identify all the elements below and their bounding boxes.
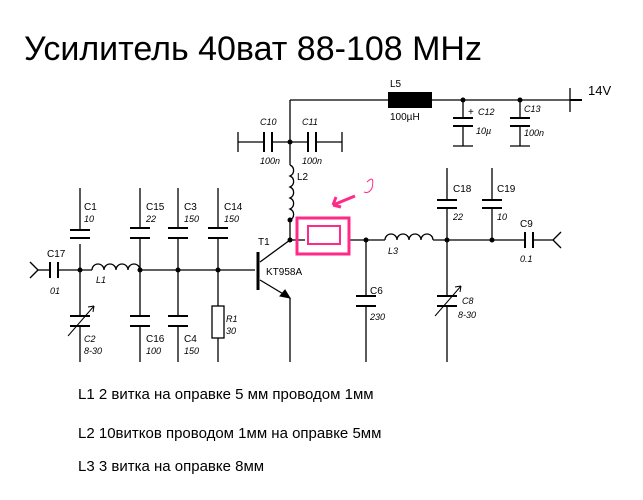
value-c19: 10 — [497, 212, 507, 222]
value-c1: 10 — [84, 214, 94, 224]
value-c12: 10µ — [476, 126, 491, 136]
resistor-r1 — [211, 305, 225, 339]
label-c8: C8 — [462, 296, 474, 306]
value-c9: 0.1 — [520, 254, 533, 264]
label-c14: C14 — [224, 202, 243, 213]
label-l3: L3 — [388, 246, 398, 256]
transistor-t1 — [256, 252, 292, 299]
junction-dots — [77, 97, 523, 273]
highlight-marker — [295, 178, 374, 256]
note-l3: L3 3 витка на оправке 8мм — [78, 458, 265, 475]
value-c3: 150 — [184, 214, 199, 224]
label-c15: C15 — [146, 202, 165, 213]
value-c14: 150 — [224, 214, 239, 224]
value-c17: 01 — [50, 286, 60, 296]
label-c3: C3 — [184, 202, 197, 213]
value-c8: 8-30 — [458, 310, 476, 320]
plus-sign: + — [468, 107, 474, 118]
label-c6: C6 — [370, 286, 383, 297]
label-l1: L1 — [96, 275, 106, 285]
value-c13: 100n — [524, 128, 544, 138]
value-c16: 100 — [146, 346, 161, 356]
label-c18: C18 — [453, 184, 472, 195]
note-l2: L2 10витков проводом 1мм на оправке 5мм — [78, 425, 382, 442]
label-c10: C10 — [260, 117, 277, 127]
value-c15: 22 — [145, 214, 156, 224]
value-c4: 150 — [184, 346, 199, 356]
label-c2: C2 — [84, 334, 96, 344]
value-c10: 100n — [260, 156, 280, 166]
label-c16: C16 — [146, 334, 165, 345]
ground-lines — [29, 231, 562, 279]
label-l2: L2 — [297, 172, 309, 183]
value-c11: 100n — [302, 156, 322, 166]
label-c9: C9 — [520, 219, 533, 230]
label-c17: C17 — [47, 249, 66, 260]
note-l1: L1 2 витка на оправке 5 мм проводом 1мм — [78, 386, 374, 403]
label-c19: C19 — [497, 184, 516, 195]
value-c2: 8-30 — [84, 346, 102, 356]
value-t1: KT958A — [266, 267, 302, 278]
trimmer-arrows — [67, 285, 462, 337]
label-c4: C4 — [184, 334, 197, 345]
label-l5: L5 — [390, 79, 402, 90]
label-c13: C13 — [524, 104, 541, 114]
label-c12: C12 — [478, 107, 495, 117]
value-c18: 22 — [452, 212, 463, 222]
label-c1: C1 — [84, 202, 97, 213]
capacitor-plates — [49, 99, 582, 327]
choke-l5 — [388, 92, 432, 108]
value-c6: 230 — [369, 312, 385, 322]
page-title: Усилитель 40ват 88-108 MHz — [24, 30, 482, 68]
label-t1: T1 — [258, 237, 270, 248]
label-r1: R1 — [226, 314, 238, 324]
label-c11: C11 — [302, 117, 318, 127]
value-l5: 100µH — [390, 112, 420, 123]
supply-voltage: 14V — [588, 83, 611, 98]
inductor-coils — [91, 164, 434, 271]
value-r1: 30 — [226, 326, 236, 336]
